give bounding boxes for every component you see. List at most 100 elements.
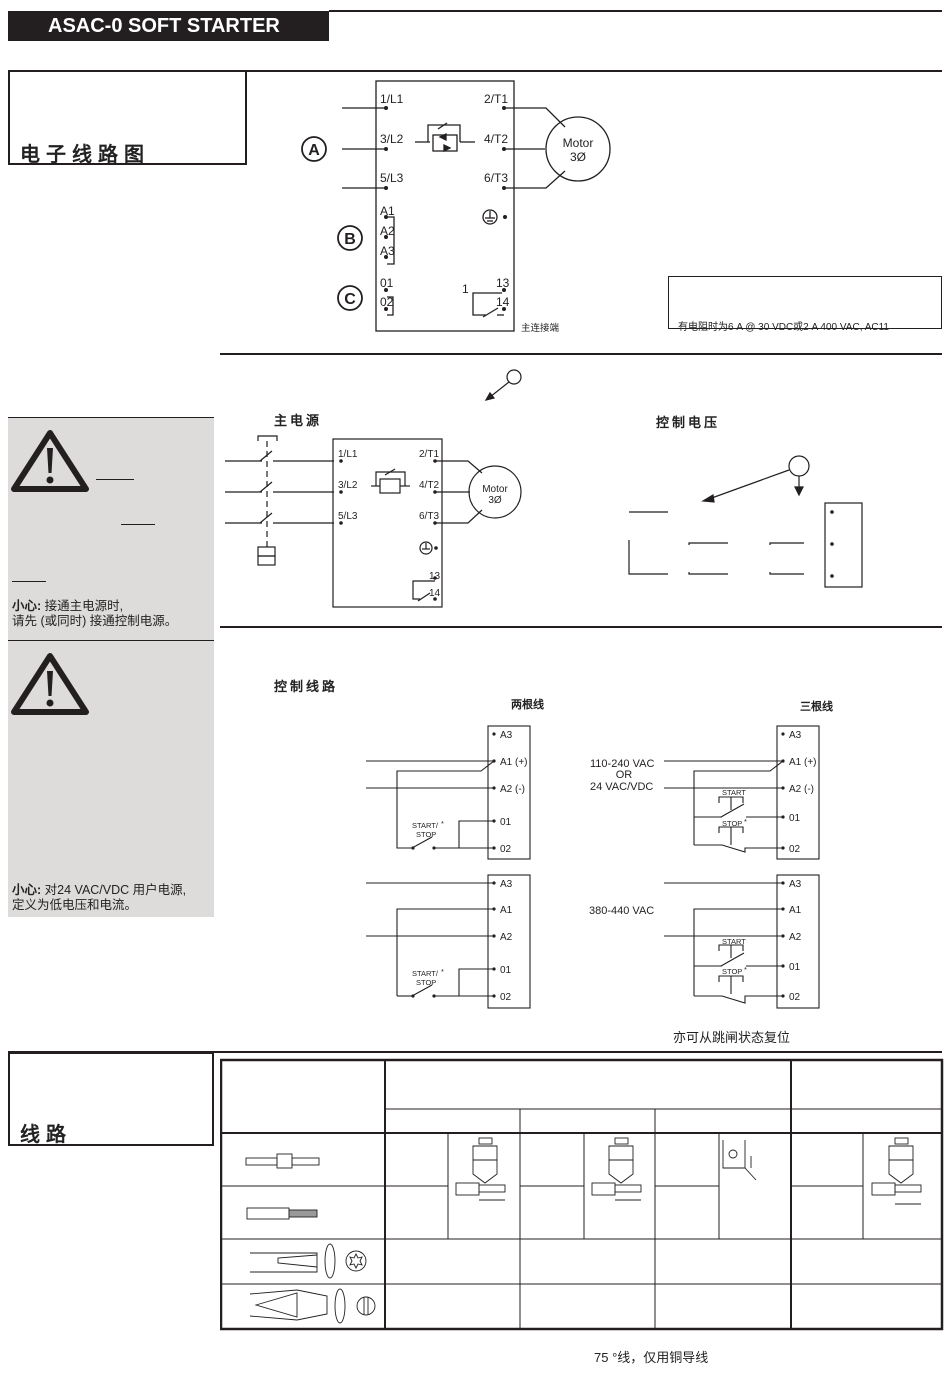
terminal-a1: A1 (380, 204, 395, 218)
stop-button-label: STOP (722, 967, 742, 976)
header-rule (329, 10, 942, 12)
asterisk: * (744, 965, 747, 974)
ctl-3w-a3: A3 (789, 730, 802, 741)
wiring-spec-table (220, 1058, 944, 1331)
mp-terminal-13: 13 (429, 571, 441, 582)
asterisk: * (744, 817, 747, 826)
wiring-diagram: 1/L1 3/L2 5/L3 2/T1 4/T2 6/T3 A1 A2 A3 0… (301, 80, 611, 334)
terminal-01: 01 (380, 276, 394, 290)
asterisk: * (441, 819, 444, 828)
start-button-label: START (722, 788, 746, 797)
supply-range-high: 380-440 VAC (589, 905, 654, 917)
caution-note-1: 小心: 接通主电源时, 请先 (或同时) 接通控制电源。 (12, 599, 177, 629)
starter-body (375, 80, 515, 332)
mp-motor-label: Motor (482, 484, 508, 495)
section1-label-box: 电子线路图 (8, 70, 247, 166)
caution-text-line1: 对24 VAC/VDC 用户电源, (44, 883, 187, 897)
supply-range-dc: 24 VAC/VDC (590, 781, 653, 793)
section4-label-box: 线路 (8, 1052, 214, 1146)
ctl-2wb-a1: A1 (500, 905, 513, 916)
ctl-2w-a3: A3 (500, 730, 513, 741)
section4-title: 线路 (20, 1124, 72, 1146)
clamp-terminal-icon (871, 1137, 922, 1205)
clamp-terminal-icon (591, 1137, 642, 1201)
supply-or: OR (616, 769, 633, 781)
motor-label: Motor (563, 136, 594, 150)
mp-terminal-1-l1: 1/L1 (338, 449, 358, 460)
ctl-2wb-01: 01 (500, 965, 512, 976)
ctl-3wb-a3: A3 (789, 879, 802, 890)
marker-b: B (344, 231, 356, 248)
ctl-2wb-a3: A3 (500, 879, 513, 890)
document-title: ASAC-0 SOFT STARTER (8, 11, 329, 41)
section2-rule (220, 353, 942, 355)
mp-terminal-3-l2: 3/L2 (338, 480, 358, 491)
stripped-wire-icon (246, 1207, 318, 1220)
ctl-3wb-a2: A2 (789, 932, 802, 943)
terminal-a2: A2 (380, 224, 395, 238)
mp-terminal-2-t1: 2/T1 (419, 449, 439, 460)
ferrule-wire-icon (245, 1153, 320, 1169)
ctl-2w-a1: A1 (+) (500, 757, 528, 768)
warning-triangle-icon (11, 430, 89, 492)
terminal-a3: A3 (380, 244, 395, 258)
ctl-3w-01: 01 (789, 813, 801, 824)
ctl-3w-a2: A2 (-) (789, 784, 814, 795)
terminal-4-t2: 4/T2 (484, 132, 508, 146)
marker-c: C (344, 291, 356, 308)
main-terminal-caption: 主连接端 (521, 322, 560, 334)
caution-panel-1: 小心: 接通主电源时, 请先 (或同时) 接通控制电源。 (8, 417, 214, 640)
reset-note: 亦可从跳闸状态复位 (673, 1030, 791, 1045)
main-power-diagram: 1/L1 3/L2 5/L3 2/T1 4/T2 6/T3 13 14 Moto… (225, 369, 863, 608)
relay-rating-note: 有电阻时为6 A @ 30 VDC或2 A 400 VAC, AC11 (678, 322, 889, 333)
mp-terminal-5-l3: 5/L3 (338, 511, 358, 522)
ctl-2w-02: 02 (500, 844, 512, 855)
ctl-3w-a1: A1 (+) (789, 757, 817, 768)
caution-label: 小心: (12, 883, 42, 897)
terminal-2-t1: 2/T1 (484, 92, 508, 106)
bus-bar-dimension-icon (722, 1140, 757, 1181)
terminal-02: 02 (380, 295, 394, 309)
ctl-3wb-02: 02 (789, 992, 801, 1003)
terminal-6-t3: 6/T3 (484, 171, 508, 185)
warning-triangle-icon (11, 653, 89, 715)
asterisk: * (441, 967, 444, 976)
caution-text-line1: 接通主电源时, (44, 599, 124, 613)
ctl-2wb-02: 02 (500, 992, 512, 1003)
main-power-title: 主电源 (274, 413, 323, 428)
conductor-footnote: 75 °线，仅用铜导线 (594, 1350, 709, 1365)
caution-text-line2: 请先 (或同时) 接通控制电源。 (12, 614, 178, 628)
supply-range-low: 110-240 VAC (590, 758, 654, 770)
start-stop-label: START/ (412, 821, 439, 830)
ctl-3wb-a1: A1 (789, 905, 802, 916)
caution-label: 小心: (12, 599, 42, 613)
stop-label: STOP (416, 978, 436, 987)
ctl-2w-a2: A2 (-) (500, 784, 525, 795)
section1-title: 电子线路图 (20, 144, 150, 166)
torx-screwdriver-icon (250, 1243, 367, 1279)
terminal-13: 13 (496, 276, 510, 290)
terminal-14: 14 (496, 295, 510, 309)
control-voltage-title: 控制电压 (656, 415, 721, 430)
mp-terminal-6-t3: 6/T3 (419, 511, 439, 522)
terminal-5-l3: 5/L3 (380, 171, 404, 185)
relay-rating-box: 有电阻时为6 A @ 30 VDC或2 A 400 VAC, AC11 (668, 276, 942, 333)
motor-symbol (545, 116, 611, 182)
ctl-3w-02: 02 (789, 844, 801, 855)
start-stop-label: START/ (412, 969, 439, 978)
caution-note-2: 小心: 对24 VAC/VDC 用户电源, 定义为低电压和电流。 (12, 883, 186, 913)
stop-button-label: STOP (722, 819, 742, 828)
mp-motor-phase: 3Ø (488, 495, 502, 506)
terminal-3-l2: 3/L2 (380, 132, 404, 146)
control-circuit-diagram: A3 A1 (+) A2 (-) 01 02 A3 A1 A2 01 02 A3… (366, 725, 820, 1009)
caution-panel-2: 小心: 对24 VAC/VDC 用户电源, 定义为低电压和电流。 (8, 640, 214, 917)
relay-label: 1 (462, 282, 469, 296)
ctl-2wb-a2: A2 (500, 932, 513, 943)
mp-terminal-4-t2: 4/T2 (419, 480, 439, 491)
marker-a: A (308, 142, 320, 159)
control-circuit-title: 控制线路 (274, 679, 339, 694)
mp-terminal-14: 14 (429, 588, 441, 599)
section3-rule (220, 626, 942, 628)
start-button-label: START (722, 937, 746, 946)
ctl-3wb-01: 01 (789, 962, 801, 973)
